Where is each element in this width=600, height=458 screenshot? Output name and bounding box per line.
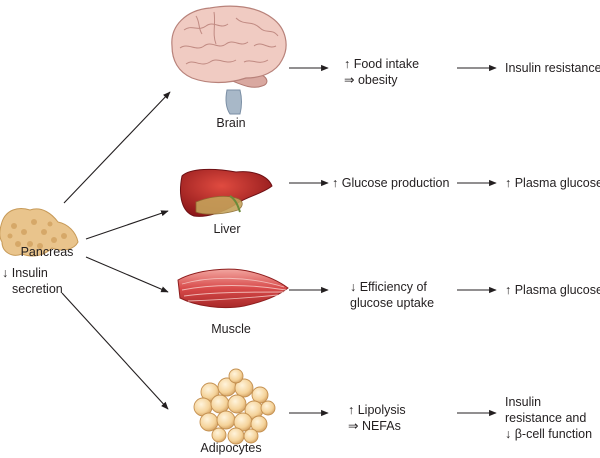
arrow-to-muscle bbox=[85, 256, 169, 293]
muscle-illustration bbox=[177, 268, 289, 309]
pancreas-illustration bbox=[0, 208, 79, 257]
muscle-effect-line2: glucose uptake bbox=[350, 296, 435, 310]
insulin-secretion-line1: ↓ Insulin bbox=[2, 266, 48, 280]
brain-outcome: Insulin resistance bbox=[505, 61, 600, 75]
row-arrows bbox=[289, 64, 497, 417]
liver-illustration bbox=[180, 168, 273, 217]
liver-effect-line1: ↑ Glucose production bbox=[332, 176, 450, 190]
muscle-effect-line1: ↓ Efficiency of bbox=[350, 280, 427, 294]
organ-label-liver: Liver bbox=[213, 222, 241, 236]
adipocytes-effect-line2: ⇒ NEFAs bbox=[348, 419, 401, 433]
adipocytes-outcome-line3: ↓ β-cell function bbox=[505, 427, 593, 441]
arrow-to-adipocytes bbox=[61, 292, 169, 410]
insulin-secretion-line2: secretion bbox=[12, 282, 63, 296]
brain-effect-line1: ↑ Food intake bbox=[344, 57, 420, 71]
arrow-to-liver bbox=[85, 210, 169, 240]
adipocytes-outcome-line1: Insulin bbox=[505, 395, 542, 409]
adipocytes-effect-line1: ↑ Lipolysis bbox=[348, 403, 406, 417]
adipocytes-illustration bbox=[193, 368, 276, 445]
arrow-to-brain bbox=[63, 91, 171, 204]
down-arrow-icon: ↓ bbox=[2, 266, 9, 280]
adipocytes-outcome-line2: resistance and bbox=[505, 411, 587, 425]
organ-label-brain: Brain bbox=[216, 116, 246, 130]
organ-label-adipocytes: Adipocytes bbox=[200, 441, 262, 455]
liver-outcome: ↑ Plasma glucose bbox=[505, 176, 600, 190]
brain-illustration bbox=[171, 5, 287, 115]
pancreas-arrows bbox=[61, 91, 171, 410]
muscle-outcome: ↑ Plasma glucose bbox=[505, 283, 600, 297]
pancreas-label: Pancreas bbox=[20, 245, 74, 259]
brain-effect-line2: ⇒ obesity bbox=[344, 73, 398, 87]
organ-label-muscle: Muscle bbox=[211, 322, 251, 336]
